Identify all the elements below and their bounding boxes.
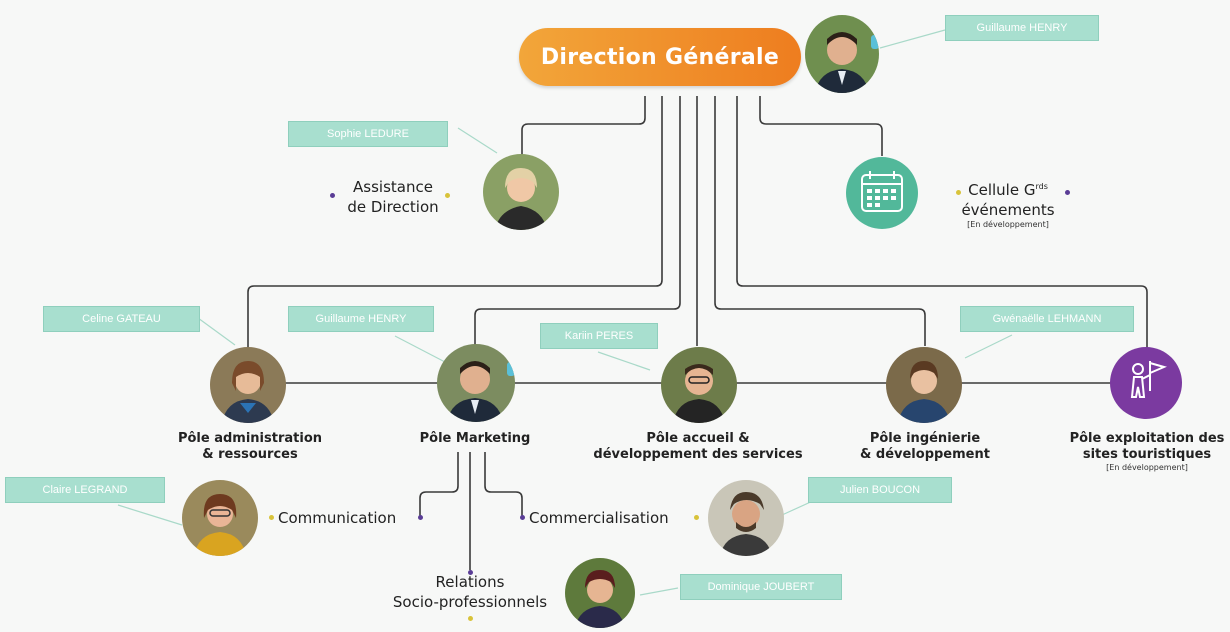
- label-assistance: Assistance de Direction: [334, 177, 452, 217]
- connector-communication: [419, 452, 459, 517]
- label-marketing: Pôle Marketing: [419, 431, 531, 446]
- name-tag-assistance: Sophie LEDURE: [288, 121, 448, 147]
- name-tag-ingenierie: Gwénaëlle LEHMANN: [960, 306, 1134, 332]
- photo-admin-icon: [210, 347, 286, 423]
- photo-communication-icon: [182, 480, 258, 556]
- label-assistance-line1: Assistance: [353, 178, 433, 196]
- direction-generale-label: Direction Générale: [540, 44, 780, 70]
- dot-icon: [330, 193, 335, 198]
- label-cellule: Cellule Grds événements [En développemen…: [948, 177, 1068, 230]
- calendar-icon: [846, 157, 918, 229]
- label-accueil: Pôle accueil &développement des services: [593, 431, 803, 462]
- name-tag-relations: Dominique JOUBERT: [680, 574, 842, 600]
- dot-icon: [418, 515, 423, 520]
- label-cellule-line1: Cellule Grds: [968, 181, 1048, 199]
- name-tag-marketing: Guillaume HENRY: [288, 306, 434, 332]
- dot-icon: [694, 515, 699, 520]
- photo-assistance-icon: [483, 154, 559, 230]
- name-tag-communication: Claire LEGRAND: [5, 477, 165, 503]
- photo-relations-icon: [565, 558, 635, 628]
- photo-dg-icon: [805, 15, 879, 93]
- name-tag-dg: Guillaume HENRY: [945, 15, 1099, 41]
- connector-cellule: [759, 96, 883, 156]
- direction-generale-box: Direction Générale: [519, 28, 801, 86]
- connector-exploitation: [736, 96, 1148, 348]
- tour-guide-flag-icon: [1110, 347, 1182, 419]
- connector-commercialisation: [484, 452, 523, 517]
- photo-commercialisation-icon: [708, 480, 784, 556]
- photo-marketing-icon: [437, 344, 515, 422]
- photo-ingenierie-icon: [886, 347, 962, 423]
- label-cellule-note: [En développement]: [967, 220, 1049, 229]
- dot-icon: [445, 193, 450, 198]
- dot-icon: [269, 515, 274, 520]
- label-admin: Pôle administration& ressources: [177, 431, 323, 462]
- label-cellule-line2: événements: [961, 201, 1055, 219]
- photo-accueil-icon: [661, 347, 737, 423]
- name-tag-commercialisation: Julien BOUCON: [808, 477, 952, 503]
- label-ingenierie: Pôle ingénierie& développement: [860, 431, 990, 462]
- connector-admin: [247, 96, 663, 348]
- connector-ingenierie: [714, 96, 926, 346]
- label-assistance-line2: de Direction: [347, 198, 439, 216]
- dot-icon: [468, 616, 473, 621]
- connector-assistance: [521, 96, 646, 156]
- dot-icon: [1065, 190, 1070, 195]
- name-tag-admin: Celine GATEAU: [43, 306, 200, 332]
- dot-icon: [956, 190, 961, 195]
- dot-icon: [468, 570, 473, 575]
- name-tag-accueil: Kariin PERES: [540, 323, 658, 349]
- connector-marketing: [474, 96, 681, 346]
- dot-icon: [520, 515, 525, 520]
- label-commercialisation: Commercialisation: [529, 509, 669, 527]
- label-communication: Communication: [278, 509, 397, 527]
- label-exploitation-note: [En développement]: [1106, 463, 1188, 472]
